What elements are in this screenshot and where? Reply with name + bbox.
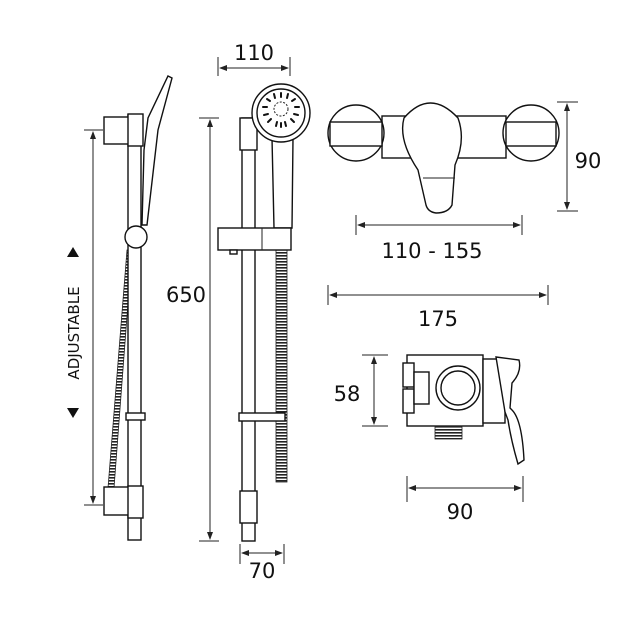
lower-holder-side bbox=[125, 412, 146, 421]
valve-side-view: 58 90 bbox=[334, 354, 525, 524]
rail-front bbox=[241, 117, 256, 542]
handset-side bbox=[141, 75, 173, 226]
valve-height-label: 58 bbox=[334, 382, 361, 406]
centres-label: 110 - 155 bbox=[381, 239, 482, 263]
inlet-knob-lower bbox=[402, 388, 415, 414]
front-view-riser-kit: 110 650 70 bbox=[166, 41, 311, 583]
outlet-thread bbox=[434, 425, 463, 440]
valve-projection-label: 90 bbox=[447, 500, 474, 524]
valve-width-label: 175 bbox=[418, 307, 458, 331]
lever-side bbox=[495, 356, 525, 466]
slider-ball-side bbox=[124, 225, 148, 249]
arrow-up-icon bbox=[67, 247, 79, 257]
inlet-knob-upper bbox=[402, 362, 415, 388]
side-view-riser-kit: ADJUSTABLE bbox=[65, 75, 173, 541]
rail-side bbox=[127, 114, 142, 541]
lower-holder-front bbox=[238, 412, 286, 422]
rail-depth-label: 70 bbox=[249, 559, 276, 583]
rail-length-label: 650 bbox=[166, 283, 206, 307]
head-width-label: 110 bbox=[234, 41, 274, 65]
arrow-down-icon bbox=[67, 408, 79, 418]
valve-top-view: 90 110 - 155 175 bbox=[327, 101, 602, 331]
hose-front bbox=[275, 249, 288, 483]
lever-top bbox=[401, 102, 463, 214]
handset-handle bbox=[271, 137, 294, 229]
slider-front bbox=[217, 227, 292, 251]
adjustable-label: ADJUSTABLE bbox=[65, 286, 83, 379]
spray-nozzles bbox=[262, 92, 300, 128]
valve-depth-label: 90 bbox=[575, 149, 602, 173]
